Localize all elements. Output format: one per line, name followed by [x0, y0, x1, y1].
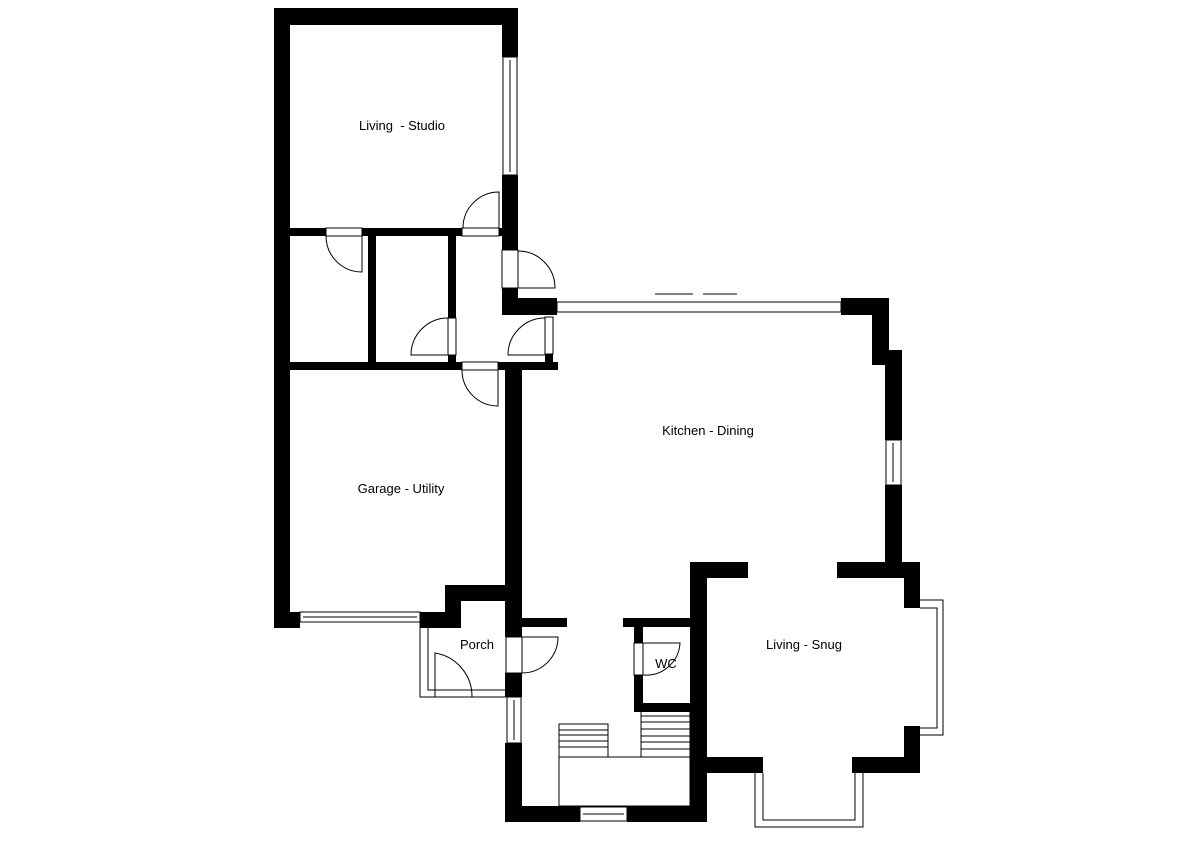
porch-door	[434, 652, 473, 698]
porch-outline	[419, 622, 506, 698]
room-label-porch: Porch	[460, 637, 494, 652]
sliding-door	[556, 301, 842, 313]
walls	[274, 8, 920, 822]
bay-window-bottom	[754, 773, 864, 828]
bay-window-right	[920, 599, 944, 736]
room-label-garage-utility: Garage - Utility	[358, 481, 445, 496]
stairs	[558, 709, 691, 807]
doors	[325, 191, 681, 698]
room-label-living-snug: Living - Snug	[766, 637, 842, 652]
room-label-living-studio: Living - Studio	[359, 118, 445, 133]
room-label-kitchen-dining: Kitchen - Dining	[662, 423, 754, 438]
windows	[299, 56, 944, 828]
room-label-wc: WC	[655, 656, 677, 671]
